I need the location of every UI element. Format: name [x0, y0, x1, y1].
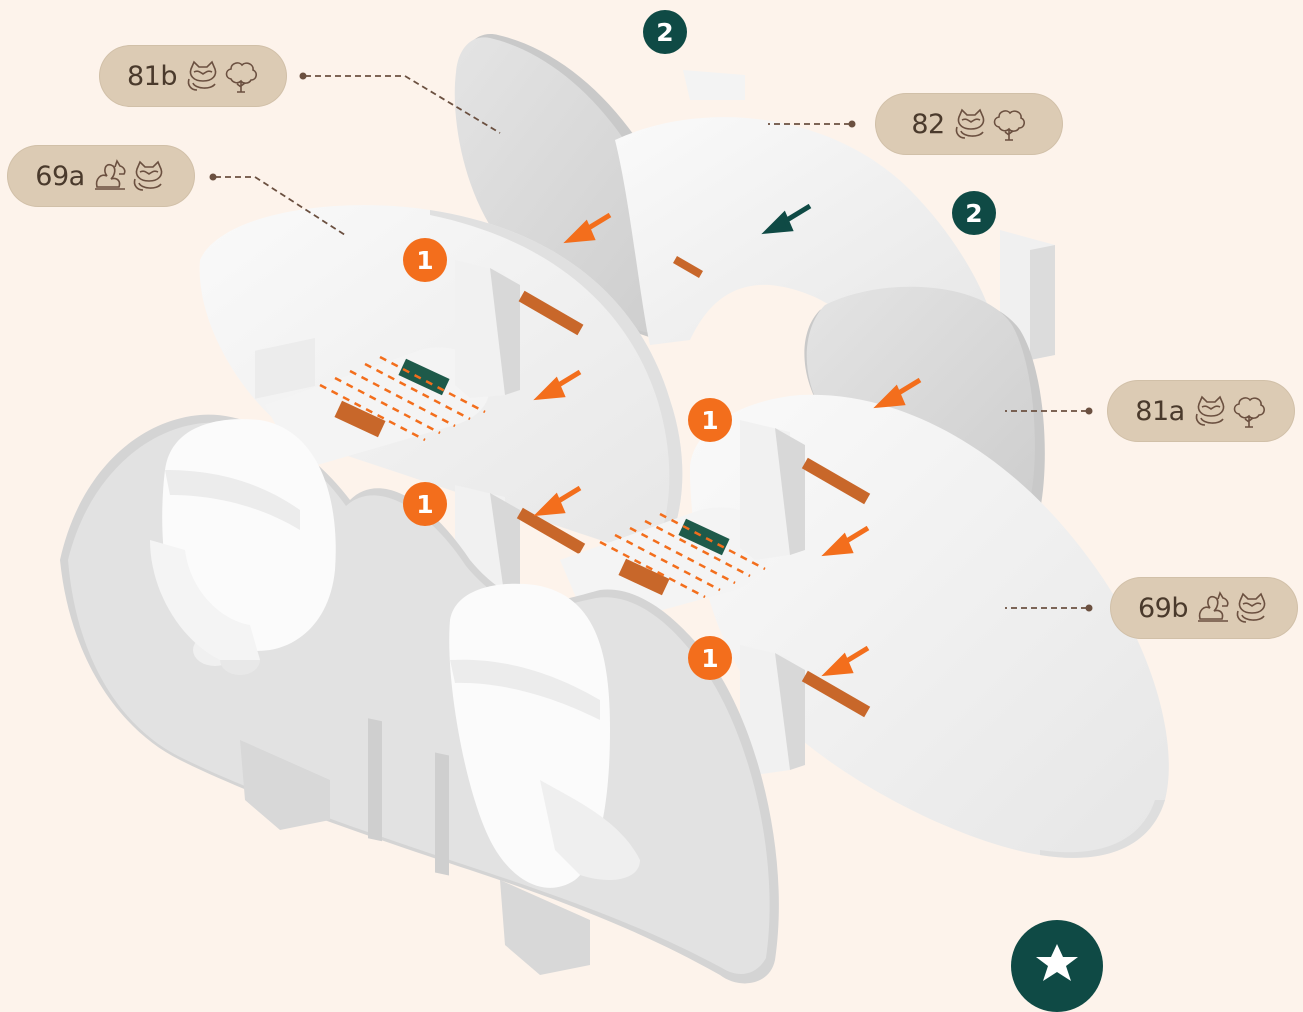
- raccoon-icon: [1234, 591, 1270, 625]
- raccoon-icon: [131, 159, 167, 193]
- step-badge-1: 1: [688, 398, 732, 442]
- part-tag-81a: 81a: [1107, 380, 1295, 442]
- raccoon-icon: [185, 59, 221, 93]
- raccoon-icon: [1193, 394, 1229, 428]
- part-tag-82: 82: [875, 93, 1063, 155]
- tab: [683, 70, 745, 100]
- part-code: 69a: [35, 161, 84, 192]
- step-badge-2: 2: [643, 10, 687, 54]
- favorite-button[interactable]: [1011, 920, 1103, 1012]
- part-tag-69b: 69b: [1110, 577, 1298, 639]
- step-badge-1: 1: [403, 238, 447, 282]
- tree-icon: [1231, 394, 1267, 428]
- tree-icon: [223, 59, 259, 93]
- squirrel-icon: [93, 159, 129, 193]
- part-code: 81b: [127, 61, 177, 92]
- step-badge-1: 1: [688, 636, 732, 680]
- raccoon-icon: [953, 107, 989, 141]
- assembly-illustration: [0, 0, 1303, 988]
- part-tag-69a: 69a: [7, 145, 195, 207]
- part-code: 81a: [1135, 396, 1184, 427]
- part-code: 69b: [1138, 593, 1188, 624]
- squirrel-icon: [1196, 591, 1232, 625]
- step-badge-1: 1: [403, 482, 447, 526]
- star-icon: [1034, 942, 1080, 988]
- tree-icon: [991, 107, 1027, 141]
- part-tag-81b: 81b: [99, 45, 287, 107]
- step-badge-2: 2: [952, 191, 996, 235]
- part-code: 82: [911, 109, 944, 140]
